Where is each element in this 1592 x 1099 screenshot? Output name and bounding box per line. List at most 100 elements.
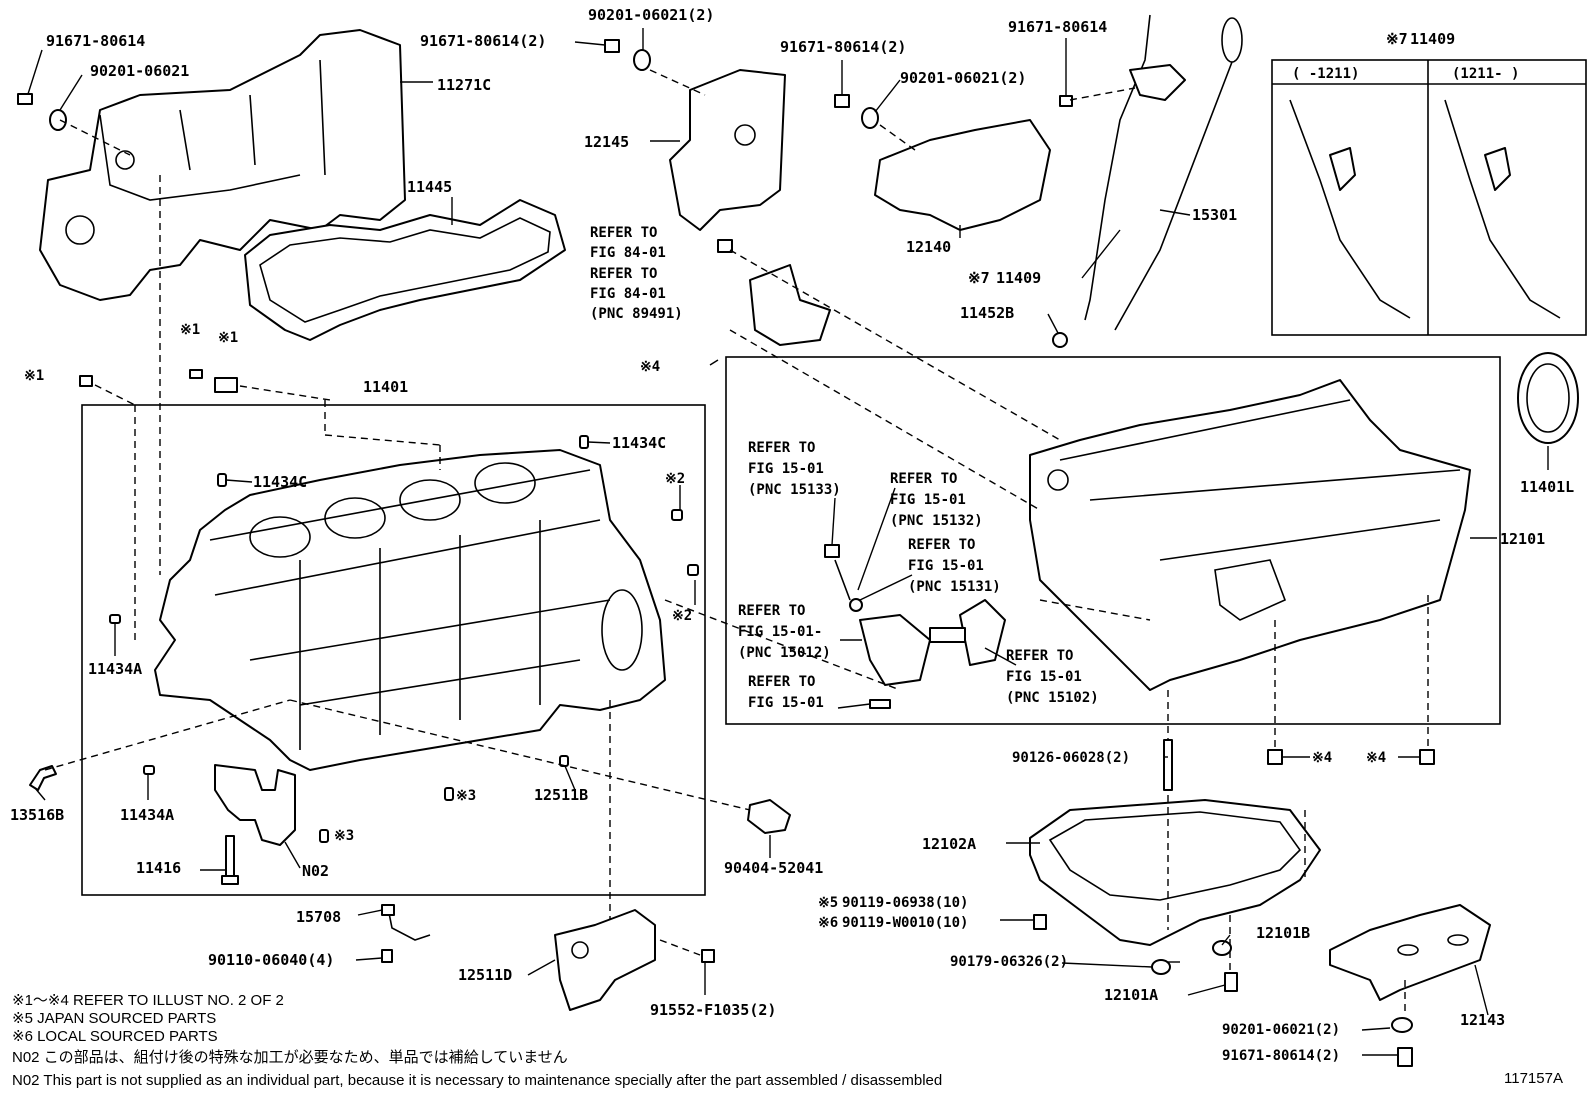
callout-11409-mark: ※7 [1386, 30, 1408, 48]
note-line-5: N02 This part is not supplied as an indi… [12, 1072, 942, 1089]
callout-91552-f1035: 91552-F1035(2) [650, 1001, 776, 1019]
callout-11271c: 11271C [437, 76, 491, 94]
oil-pipe-part [387, 907, 431, 941]
oil-pan-gasket-part [244, 199, 566, 341]
callout-12102a: 12102A [922, 835, 976, 853]
callout-labels: 91671-80614 90201-06021 11271C 91671-806… [10, 6, 1574, 1064]
callout-15301: 15301 [1192, 206, 1237, 224]
footnotes: ※1～※4 REFER TO ILLUST NO. 2 OF 2 ※5 JAPA… [12, 992, 1563, 1089]
refer-1-line1: REFER TO [590, 225, 657, 241]
refer-7-line1: REFER TO [748, 674, 815, 690]
callout-91671-80614-b: 91671-80614 [1008, 18, 1107, 36]
note-line-1: ※1～※4 REFER TO ILLUST NO. 2 OF 2 [12, 992, 284, 1009]
callout-12511d: 12511D [458, 966, 512, 984]
callout-91671-80614-2-b: 91671-80614(2) [780, 38, 906, 56]
callout-11409-side: 11409 [996, 269, 1041, 287]
cap-bolt-part [221, 835, 239, 885]
oil-pressure-sensor-part [747, 799, 791, 834]
small-dowels [29, 435, 699, 843]
mark-2-a: ※2 [665, 471, 685, 487]
callout-90201-06021-2-c: 90201-06021(2) [1222, 1022, 1340, 1038]
oil-pan-upper-frame [725, 356, 1501, 725]
cylinder-block-frame [81, 404, 706, 896]
inset-col1-header: ( -1211) [1292, 66, 1359, 82]
refer-2-line1: REFER TO [590, 266, 657, 282]
mark-2-b: ※2 [672, 608, 692, 624]
note-line-2: ※5 JAPAN SOURCED PARTS [12, 1010, 216, 1027]
dipstick-part [1084, 14, 1151, 321]
callout-90201-06021-2-b: 90201-06021(2) [900, 69, 1026, 87]
mark-1-c: ※1 [24, 368, 44, 384]
callout-11401l: 11401L [1520, 478, 1574, 496]
callout-12145: 12145 [584, 133, 629, 151]
refer-6-line2: FIG 15-01- [738, 624, 822, 640]
callout-90119-06938: 90119-06938(10) [842, 895, 968, 911]
refer-8-line1: REFER TO [1006, 648, 1073, 664]
refer-2-line2: FIG 84-01 [590, 286, 666, 302]
refer-84-01-part [749, 264, 831, 346]
callout-12101b: 12101B [1256, 924, 1310, 942]
mark-1-a: ※1 [180, 322, 200, 338]
oil-pan-lower-part [1029, 799, 1321, 946]
callout-11401: 11401 [363, 378, 408, 396]
note-line-3: ※6 LOCAL SOURCED PARTS [12, 1028, 218, 1045]
bracket-bolt [701, 949, 715, 963]
callout-13516b: 13516B [10, 806, 64, 824]
callout-91671-80614-2-c: 91671-80614(2) [1222, 1048, 1340, 1064]
callout-11434a-a: 11434A [88, 660, 142, 678]
refer-6-line1: REFER TO [738, 603, 805, 619]
callout-90110-06040: 90110-06040(4) [208, 951, 334, 969]
sensor-bolt-set [17, 93, 238, 393]
refer-8-line2: FIG 15-01 [1006, 669, 1082, 685]
timing-chain-cover-part [39, 29, 406, 301]
callout-12101a: 12101A [1104, 986, 1158, 1004]
callout-90126-06028: 90126-06028(2) [1012, 750, 1130, 766]
refer-4-line3: (PNC 15132) [890, 513, 983, 529]
dipstick-guide-inset-frame [1271, 59, 1587, 336]
callout-90119-w0010: 90119-W0010(10) [842, 915, 968, 931]
callout-12101: 12101 [1500, 530, 1545, 548]
refer-4-line1: REFER TO [890, 471, 957, 487]
refer-5-line2: FIG 15-01 [908, 558, 984, 574]
callout-91671-80614-a: 91671-80614 [46, 32, 145, 50]
callout-11445: 11445 [407, 178, 452, 196]
callout-n02: N02 [302, 862, 329, 880]
refer-5-line3: (PNC 15131) [908, 579, 1001, 595]
callout-11434c-a: 11434C [253, 473, 307, 491]
refer-3-line2: FIG 15-01 [748, 461, 824, 477]
mark-3-b: ※3 [334, 828, 354, 844]
callout-12140: 12140 [906, 238, 951, 256]
callout-12511b: 12511B [534, 786, 588, 804]
callout-11416: 11416 [136, 859, 181, 877]
mark-1-b: ※1 [218, 330, 238, 346]
refer-2-line3: (PNC 89491) [590, 306, 683, 322]
refer-8-line3: (PNC 15102) [1006, 690, 1099, 706]
mark-4-b: ※4 [1312, 750, 1332, 766]
callout-11409-top: 11409 [1410, 30, 1455, 48]
refer-3-line3: (PNC 15133) [748, 482, 841, 498]
assembly-lines [44, 69, 1429, 1015]
callout-90201-06021-a: 90201-06021 [90, 62, 189, 80]
callout-91671-80614-2-a: 91671-80614(2) [420, 32, 546, 50]
refer-5-line1: REFER TO [908, 537, 975, 553]
guide-early-part [1289, 99, 1411, 319]
mount-bracket-part [554, 909, 656, 1011]
leader-lines [27, 28, 1549, 1056]
oil-pan-upper-part [1029, 379, 1471, 691]
bearing-cap-part [214, 764, 296, 846]
callout-11409-side-mark: ※7 [968, 269, 990, 287]
callout-11452b: 11452B [960, 304, 1014, 322]
callout-11434a-b: 11434A [120, 806, 174, 824]
refer-1-line2: FIG 84-01 [590, 245, 666, 261]
oil-baffle-part [1329, 904, 1491, 1001]
callout-90201-06021-2-a: 90201-06021(2) [588, 6, 714, 24]
oil-control-parts [824, 544, 1006, 709]
mark-5: ※5 [818, 895, 838, 911]
refer-3-line1: REFER TO [748, 440, 815, 456]
mark-3-a: ※3 [456, 788, 476, 804]
engine-mount-bracket-12145 [669, 69, 786, 231]
dipstick-handle [1221, 17, 1243, 63]
mark-4-a: ※4 [640, 359, 660, 375]
